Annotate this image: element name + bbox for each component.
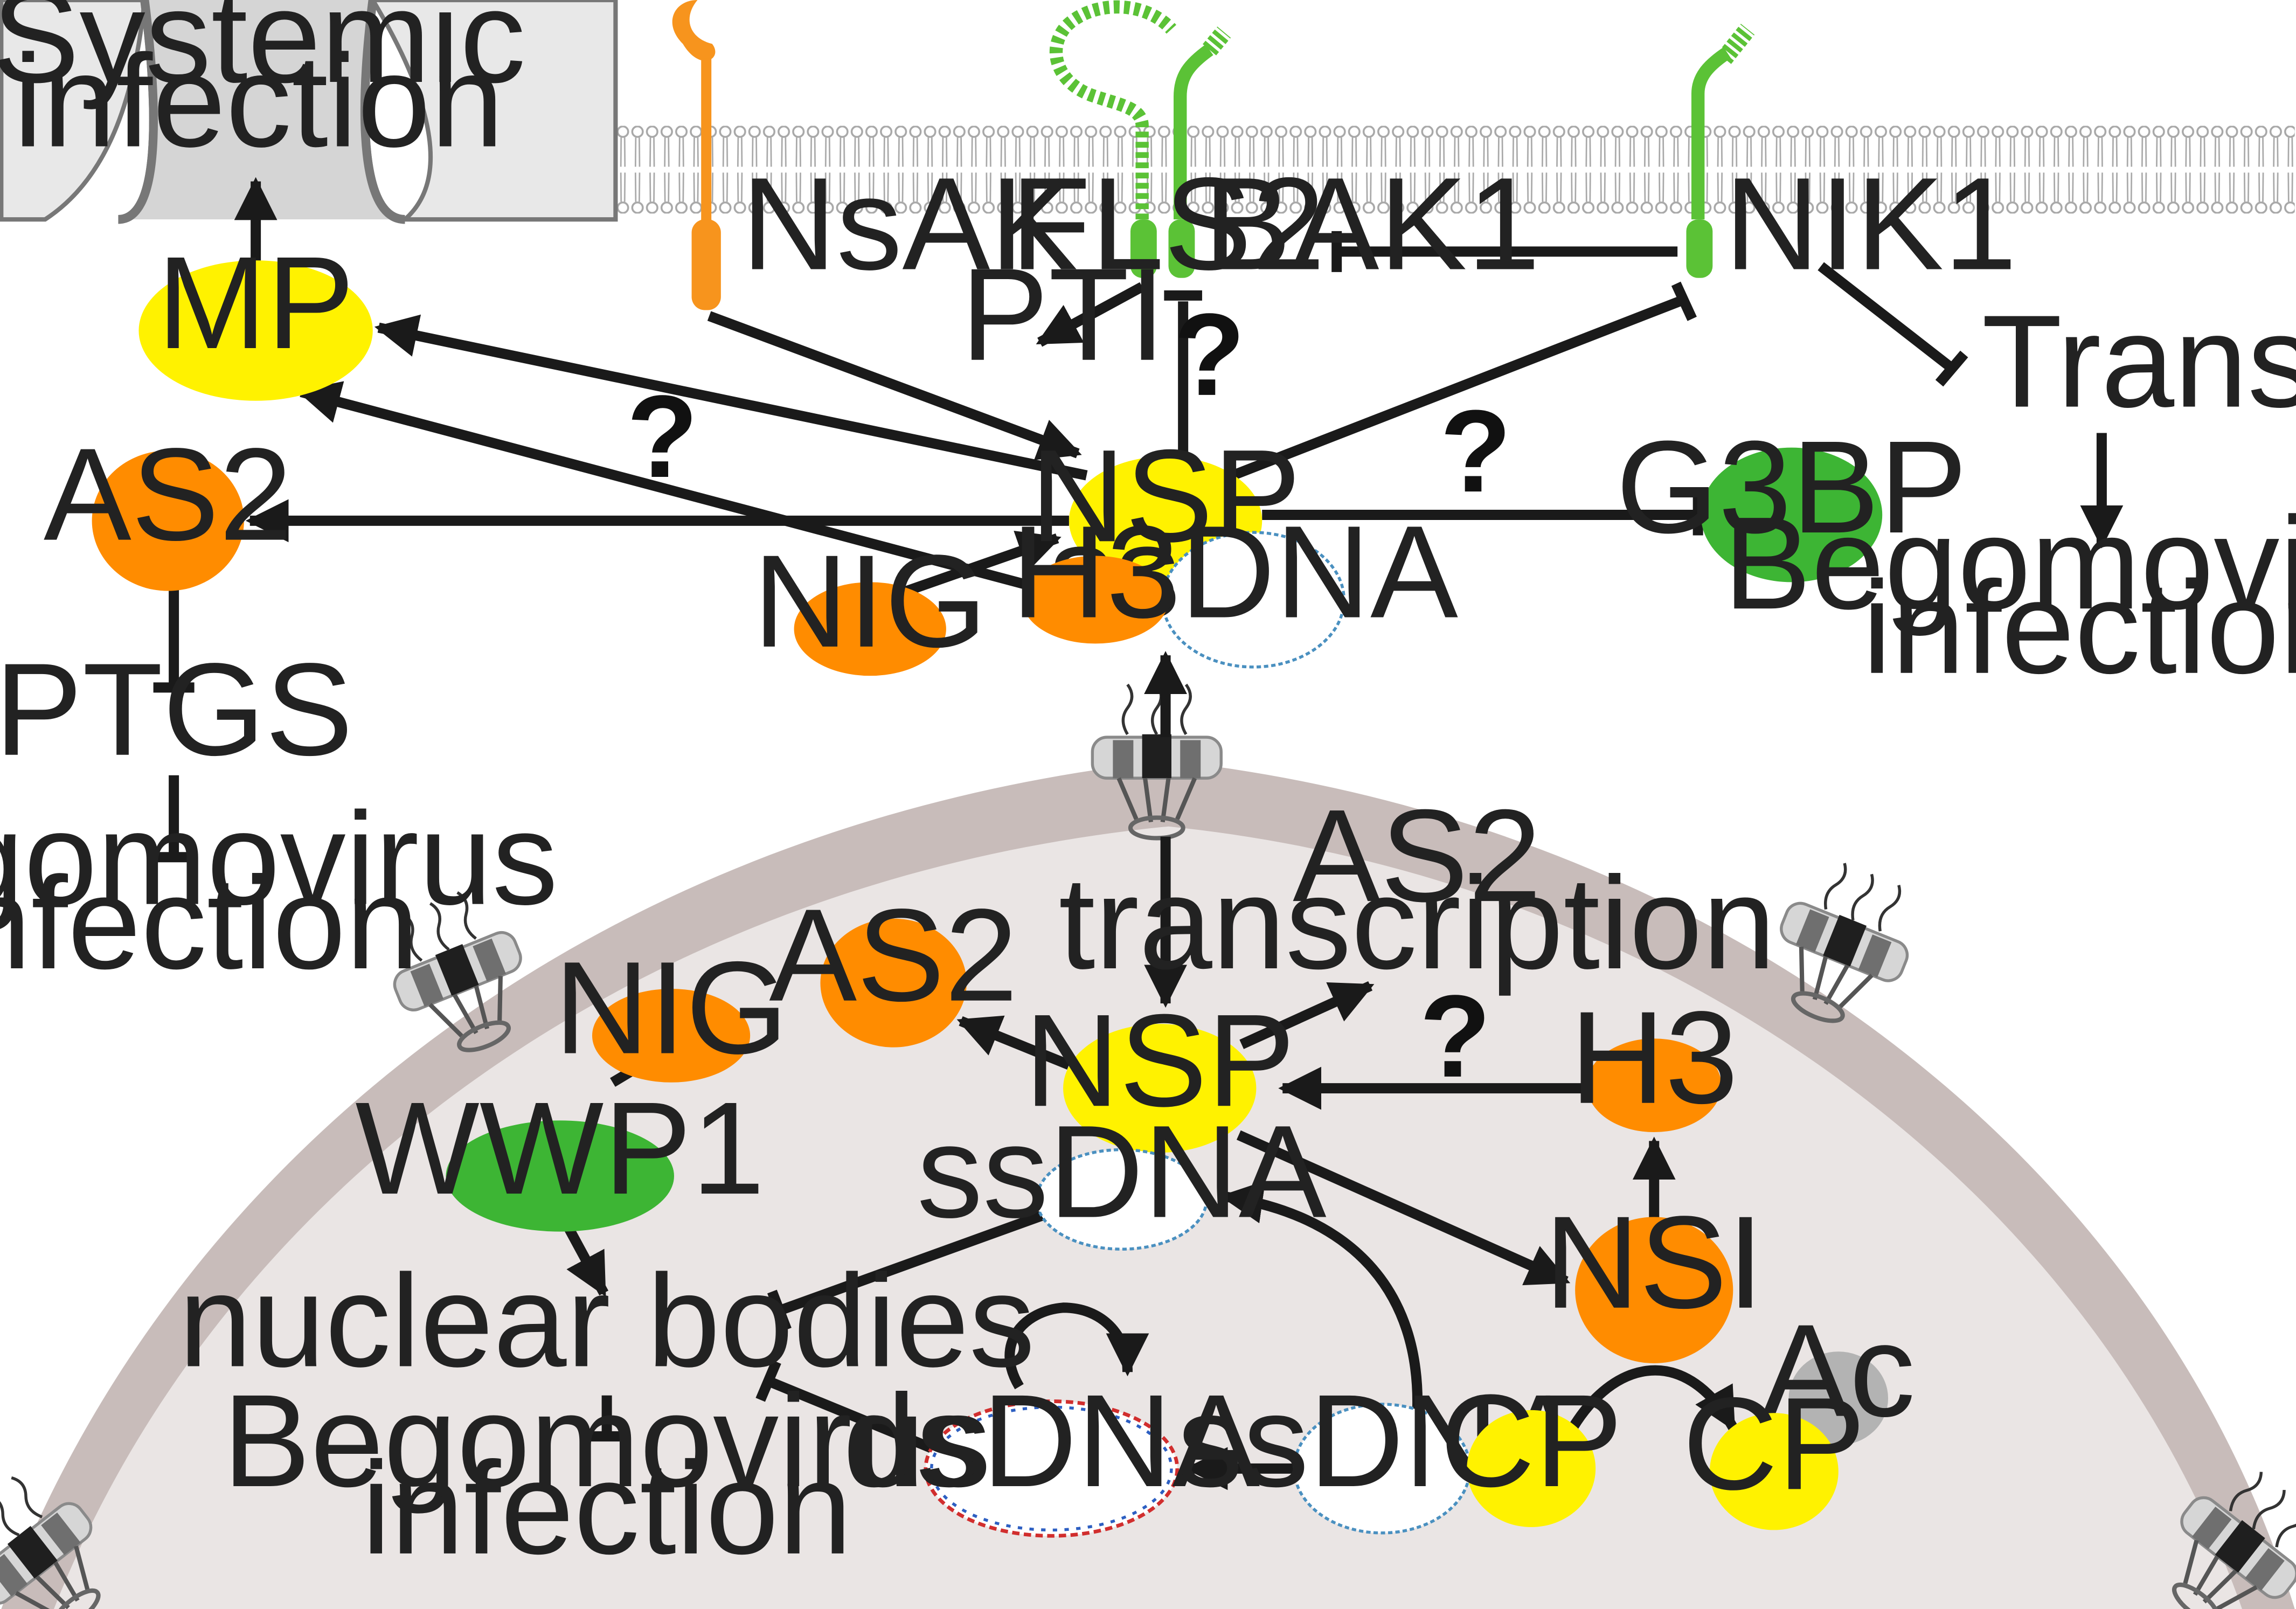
- svg-text:ssDNA: ssDNA: [917, 1098, 1327, 1245]
- as2-transcription-label: AS2: [1293, 782, 1542, 929]
- as2-transcription-label-line2: transcription: [1059, 849, 1776, 996]
- begomovirus-infection-left-label: Begomovirus: [0, 785, 558, 932]
- svg-text:NIG: NIG: [554, 934, 788, 1081]
- mp-node: MP: [138, 229, 373, 401]
- svg-text:AS2: AS2: [44, 421, 293, 568]
- nik1-receptor-icon: [1686, 24, 1755, 278]
- svg-text:CP: CP: [1683, 1370, 1865, 1517]
- cp-right-node: CP: [1683, 1370, 1865, 1530]
- question-mark-bak1: ?: [1174, 289, 1245, 420]
- nig-node: NIG: [753, 528, 987, 676]
- svg-text:NSI: NSI: [1544, 1189, 1764, 1336]
- cp-left-node: CP: [1440, 1367, 1622, 1527]
- svg-text:dsDNA: dsDNA: [843, 1367, 1260, 1514]
- nuclear-pore-icon: [393, 891, 522, 1052]
- svg-text:MP: MP: [157, 229, 354, 376]
- svg-text:G3BP: G3BP: [1616, 413, 1967, 560]
- begomovirus-infection-nuclear-label: Begomovirus: [223, 1367, 991, 1514]
- h3-node: H3: [1011, 498, 1180, 646]
- bak1-label: BAK1: [1204, 150, 1541, 297]
- as2-node: AS2: [44, 421, 293, 591]
- g3bp-node: G3BP: [1616, 413, 1967, 582]
- h3-nuclear-node: H3: [1570, 984, 1738, 1133]
- question-mark-mp: ?: [627, 371, 698, 502]
- nuclear-pore-icon: [0, 683, 2296, 1609]
- fls2-bak1-receptor-icon: [1049, 0, 1231, 278]
- begomovirus-infection-nuclear-label-line2: infection: [362, 1434, 852, 1582]
- ssdna-nuclear-node: ssDNA: [917, 1098, 1327, 1251]
- nig-nuclear-node: NIG: [554, 934, 788, 1083]
- as2-nuclear-node: AS2: [769, 882, 1018, 1048]
- begomovirus-infection-right-label-line2: infection: [1862, 554, 2296, 701]
- svg-text:H3: H3: [1570, 984, 1738, 1131]
- svg-text:NIG: NIG: [753, 528, 987, 675]
- nuclear-pore-icon: [1780, 863, 1909, 1023]
- dsdna-node: dsDNA: [843, 1367, 1260, 1538]
- nsi-node: NSI: [1544, 1189, 1764, 1363]
- systemic-infection-label: Systemic: [0, 0, 526, 110]
- nik1-label: NIK1: [1724, 150, 2017, 297]
- begomovirus-infection-right-label: Begomovirus: [1723, 489, 2296, 636]
- interaction-edges: [153, 177, 2124, 1490]
- nsak-receptor-icon: [672, 0, 721, 310]
- nuclear-pore-icon: [0, 1476, 101, 1609]
- nsp-nuclear-node: NSP: [1024, 987, 1295, 1153]
- nsak-label: NsAK: [741, 150, 1078, 297]
- fls2-label: FLS2: [1010, 150, 1325, 297]
- systemic-infection-label-line2: infection: [13, 27, 504, 174]
- nuclear-pore-icon: [2172, 1472, 2296, 1609]
- ptgs-label: PTGS: [0, 636, 353, 783]
- nuclear-pore-icon: [1091, 683, 1223, 841]
- svg-text:WWP1: WWP1: [355, 1074, 765, 1222]
- question-mark-h3: ?: [1419, 971, 1491, 1102]
- svg-text:CP: CP: [1440, 1367, 1622, 1514]
- wwp1-node: WWP1: [355, 1074, 765, 1232]
- translation-label: Translation: [1982, 288, 2296, 435]
- plasmodesma-channel: [0, 0, 618, 224]
- nuclear-bodies-label: nuclear bodies: [179, 1247, 1035, 1394]
- svg-text:AS2: AS2: [769, 882, 1018, 1029]
- svg-text:NSP: NSP: [1024, 987, 1295, 1134]
- question-mark-g3bp: ?: [1440, 386, 1511, 517]
- begomovirus-infection-left-label-line2: infection: [0, 849, 419, 996]
- plasma-membrane: [615, 126, 2295, 214]
- pti-label: PTI: [961, 241, 1166, 388]
- svg-text:H3: H3: [1011, 498, 1180, 646]
